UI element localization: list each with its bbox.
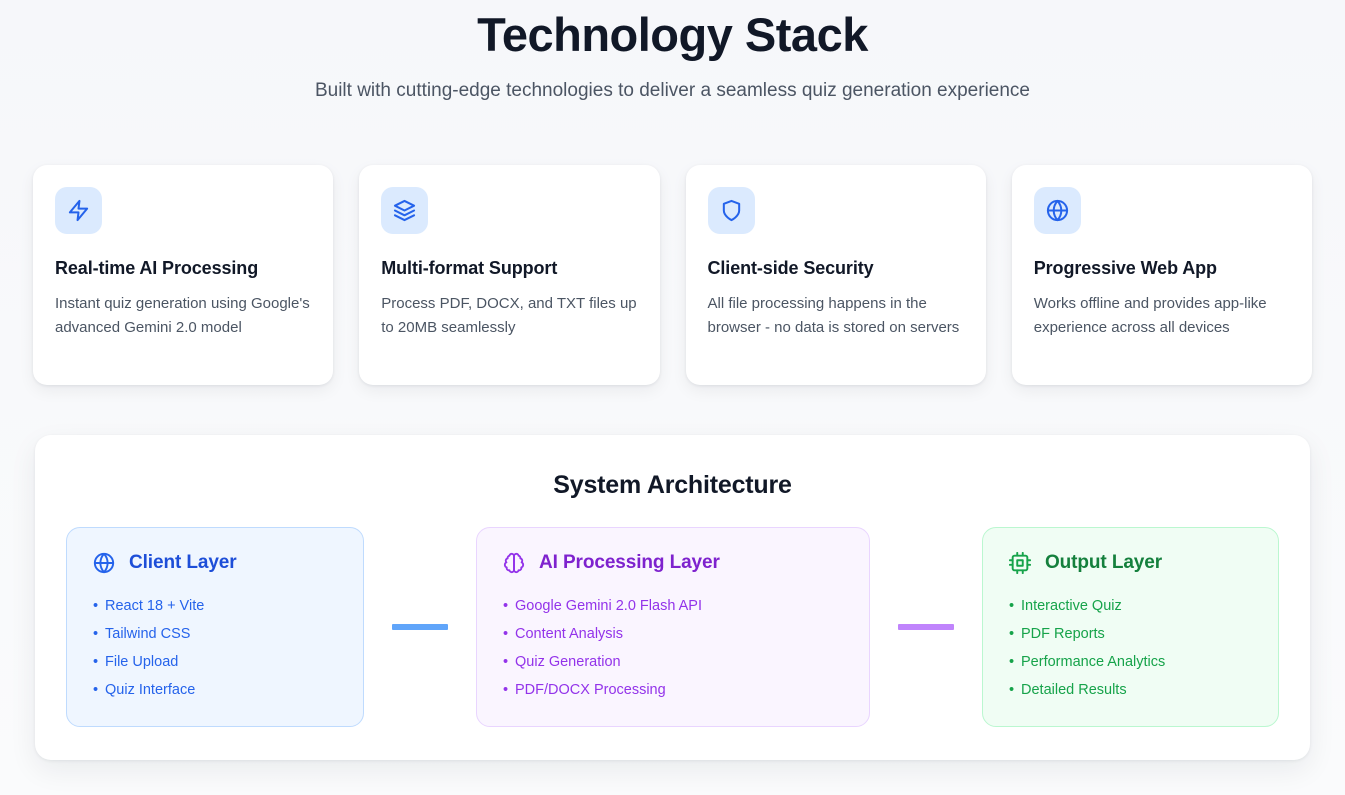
feature-card-progressive-web-app[interactable]: Progressive Web App Works offline and pr… (1011, 165, 1312, 385)
list-item: Interactive Quiz (1009, 596, 1252, 616)
connector-bar (392, 624, 448, 630)
feature-description: All file processing happens in the brows… (707, 295, 960, 336)
layer-item-list: React 18 + Vite Tailwind CSS File Upload… (93, 596, 337, 700)
feature-card-grid: Real-time AI Processing Instant quiz gen… (33, 165, 1312, 385)
layer-header: AI Processing Layer (503, 550, 843, 576)
layer-item-list: Interactive Quiz PDF Reports Performance… (1009, 596, 1252, 700)
cpu-icon (1009, 552, 1031, 574)
feature-title: Real-time AI Processing (55, 258, 259, 278)
system-architecture-panel: System Architecture Client Layer React (35, 435, 1310, 760)
layers-icon (381, 187, 429, 234)
feature-card-client-side-security[interactable]: Client-side Security All file processing… (685, 165, 986, 385)
list-item: PDF/DOCX Processing (503, 680, 843, 700)
connector-bar (898, 624, 954, 630)
list-item: Quiz Generation (503, 652, 843, 672)
purple-arrow-connector (870, 624, 982, 630)
blue-arrow-connector (364, 624, 476, 630)
architecture-layer-ai-processing[interactable]: AI Processing Layer Google Gemini 2.0 Fl… (476, 527, 870, 727)
brain-icon (503, 552, 525, 574)
layer-item-list: Google Gemini 2.0 Flash API Content Anal… (503, 596, 843, 700)
architecture-layer-client[interactable]: Client Layer React 18 + Vite Tailwind CS… (66, 527, 364, 727)
list-item: Quiz Interface (93, 680, 337, 700)
layer-header: Client Layer (93, 550, 337, 576)
globe-icon (93, 552, 115, 574)
list-item: React 18 + Vite (93, 596, 337, 616)
list-item: Tailwind CSS (93, 624, 337, 644)
list-item: Google Gemini 2.0 Flash API (503, 596, 843, 616)
feature-title: Client-side Security (707, 258, 874, 278)
layer-header: Output Layer (1009, 550, 1252, 576)
globe-icon (1033, 187, 1081, 234)
layer-name: AI Processing Layer (539, 552, 720, 573)
page-header: Technology Stack Built with cutting-edge… (0, 0, 1345, 104)
feature-description: Instant quiz generation using Google's a… (55, 295, 310, 336)
zap-icon (55, 187, 102, 234)
list-item: PDF Reports (1009, 624, 1252, 644)
page-title: Technology Stack (477, 8, 868, 61)
feature-title: Progressive Web App (1033, 258, 1217, 278)
feature-title: Multi-format Support (381, 258, 558, 278)
list-item: File Upload (93, 652, 337, 672)
shield-icon (707, 187, 755, 234)
list-item: Performance Analytics (1009, 652, 1252, 672)
layer-name: Client Layer (129, 552, 237, 573)
architecture-flow: Client Layer React 18 + Vite Tailwind CS… (65, 527, 1280, 727)
feature-card-multi-format-support[interactable]: Multi-format Support Process PDF, DOCX, … (359, 165, 660, 385)
architecture-title: System Architecture (553, 471, 792, 499)
layer-name: Output Layer (1045, 552, 1163, 573)
architecture-layer-output[interactable]: Output Layer Interactive Quiz PDF Report… (982, 527, 1279, 727)
list-item: Content Analysis (503, 624, 843, 644)
feature-description: Works offline and provides app-like expe… (1033, 295, 1267, 336)
page-subtitle: Built with cutting-edge technologies to … (314, 80, 1031, 101)
list-item: Detailed Results (1009, 680, 1252, 700)
feature-card-real-time-ai-processing[interactable]: Real-time AI Processing Instant quiz gen… (33, 165, 334, 385)
feature-description: Process PDF, DOCX, and TXT files up to 2… (381, 295, 637, 336)
